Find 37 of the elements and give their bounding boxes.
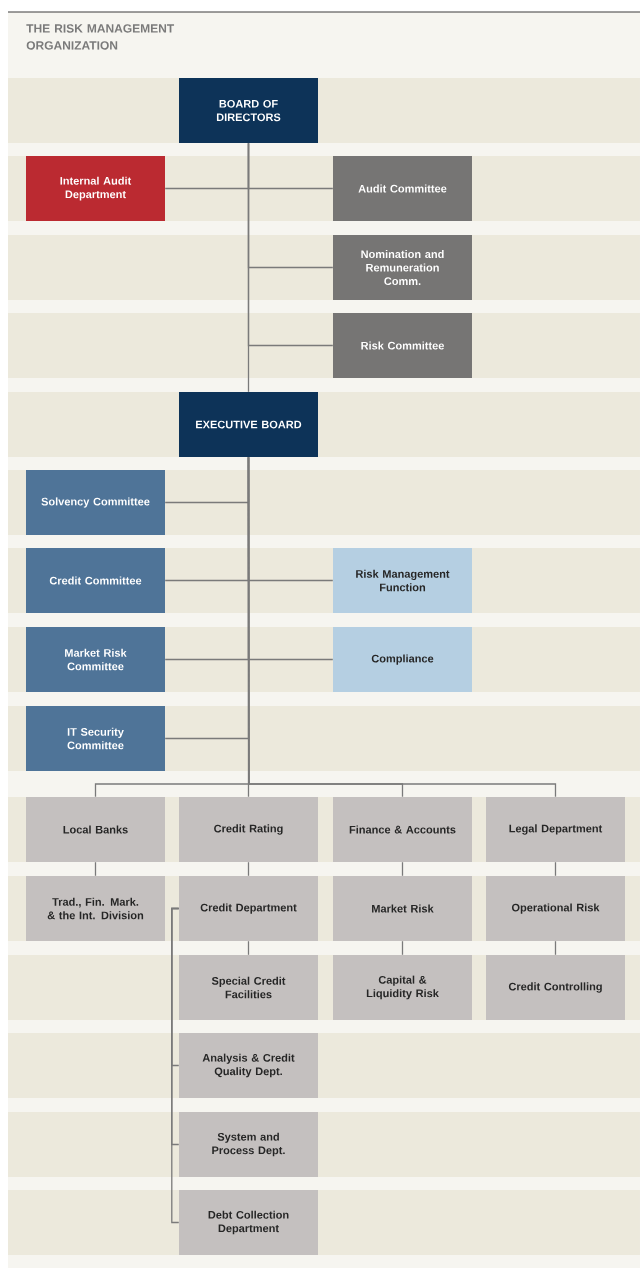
unit-box: Operational Risk — [486, 876, 625, 941]
unit-box: Local Banks — [26, 797, 165, 862]
connector-line — [94, 861, 97, 877]
connector-line — [554, 940, 557, 956]
connector-line — [247, 940, 250, 956]
connector-line — [554, 861, 557, 877]
connector-line — [247, 861, 250, 877]
connector-line — [247, 456, 557, 798]
unit-box: Legal Department — [486, 797, 625, 862]
connector-line — [401, 861, 404, 877]
unit-box: Trad., Fin. Mark. & the Int. Division — [26, 876, 165, 941]
committee-box: Market Risk Committee — [26, 627, 165, 692]
unit-box: Credit Controlling — [486, 955, 625, 1020]
unit-box: Special Credit Facilities — [179, 955, 318, 1020]
committee-box: Credit Committee — [26, 548, 165, 613]
board-box: BOARD OF DIRECTORS — [179, 78, 318, 143]
unit-box: Debt Collection Department — [179, 1190, 318, 1255]
committee-box: Audit Committee — [333, 156, 472, 221]
unit-box: Capital & Liquidity Risk — [333, 955, 472, 1020]
committee-box: Solvency Committee — [26, 470, 165, 535]
unit-box: Finance & Accounts — [333, 797, 472, 862]
unit-box: Analysis & Credit Quality Dept. — [179, 1033, 318, 1098]
unit-box: Credit Rating — [179, 797, 318, 862]
title: THE RISK MANAGEMENT ORGANIZATION — [26, 24, 175, 50]
board-box: EXECUTIVE BOARD — [179, 392, 318, 457]
committee-box: IT Security Committee — [26, 706, 165, 771]
connector-line — [247, 142, 250, 393]
unit-box: System and Process Dept. — [179, 1112, 318, 1177]
function-box: Compliance — [333, 627, 472, 692]
committee-box: Nomination and Remuneration Comm. — [333, 235, 472, 300]
committee-box: Risk Committee — [333, 313, 472, 378]
connector-line — [171, 907, 180, 1224]
connector-line — [401, 940, 404, 956]
department-box: Internal Audit Department — [26, 156, 165, 221]
function-box: Risk Management Function — [333, 548, 472, 613]
unit-box: Credit Department — [179, 876, 318, 941]
unit-box: Market Risk — [333, 876, 472, 941]
